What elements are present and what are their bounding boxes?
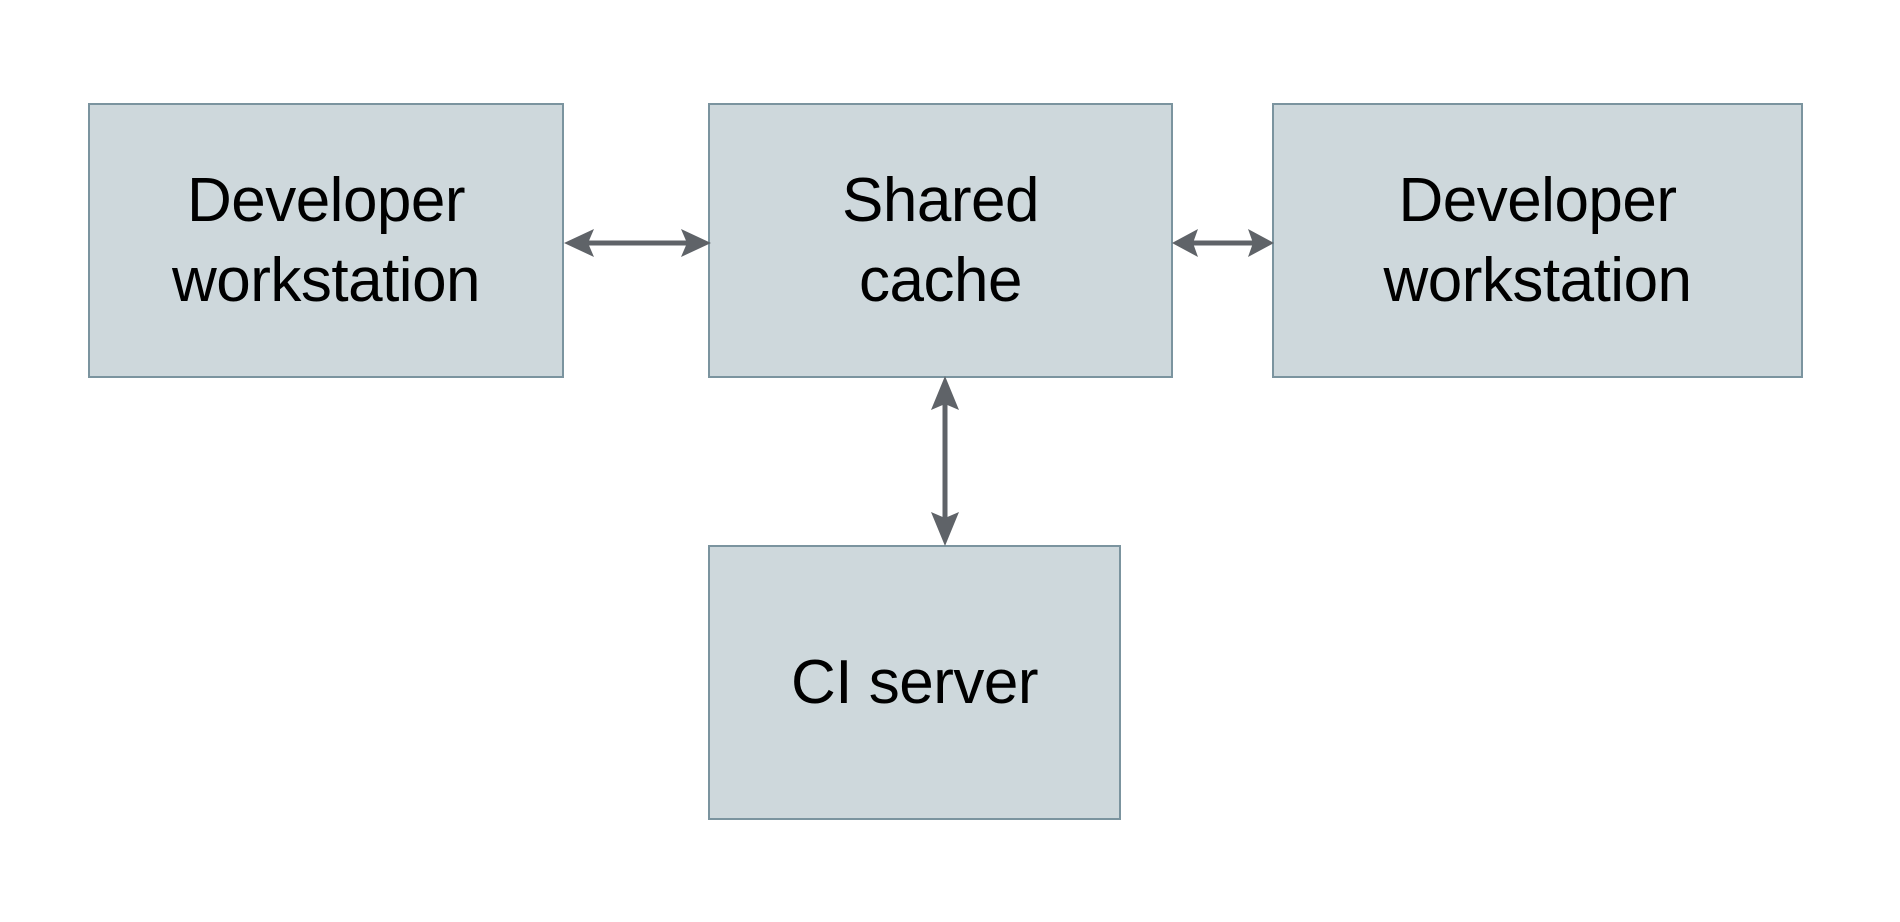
connector-shaft [588, 240, 687, 246]
node-label: Developer workstation [171, 166, 481, 315]
connector-shaft [942, 404, 948, 518]
node-label: Developer workstation [1383, 166, 1692, 315]
node-label: CI server [791, 647, 1038, 717]
arrowhead-right-icon [681, 229, 711, 257]
node-developer-workstation-left[interactable]: Developer workstation [88, 103, 564, 378]
arrowhead-down-icon [931, 512, 959, 546]
node-ci-server[interactable]: CI server [708, 545, 1121, 820]
arrowhead-left-icon [564, 229, 594, 257]
arrowhead-left-icon [1172, 229, 1198, 257]
node-shared-cache[interactable]: Shared cache [708, 103, 1173, 378]
arrowhead-up-icon [931, 376, 959, 410]
connector-shared-cache-to-ci-server [931, 376, 959, 546]
connector-dev-left-to-shared-cache [564, 229, 711, 257]
connector-shared-cache-to-dev-right [1172, 229, 1274, 257]
node-developer-workstation-right[interactable]: Developer workstation [1272, 103, 1803, 378]
node-label: Shared cache [842, 166, 1039, 315]
arrowhead-right-icon [1248, 229, 1274, 257]
connector-shaft [1193, 240, 1253, 246]
